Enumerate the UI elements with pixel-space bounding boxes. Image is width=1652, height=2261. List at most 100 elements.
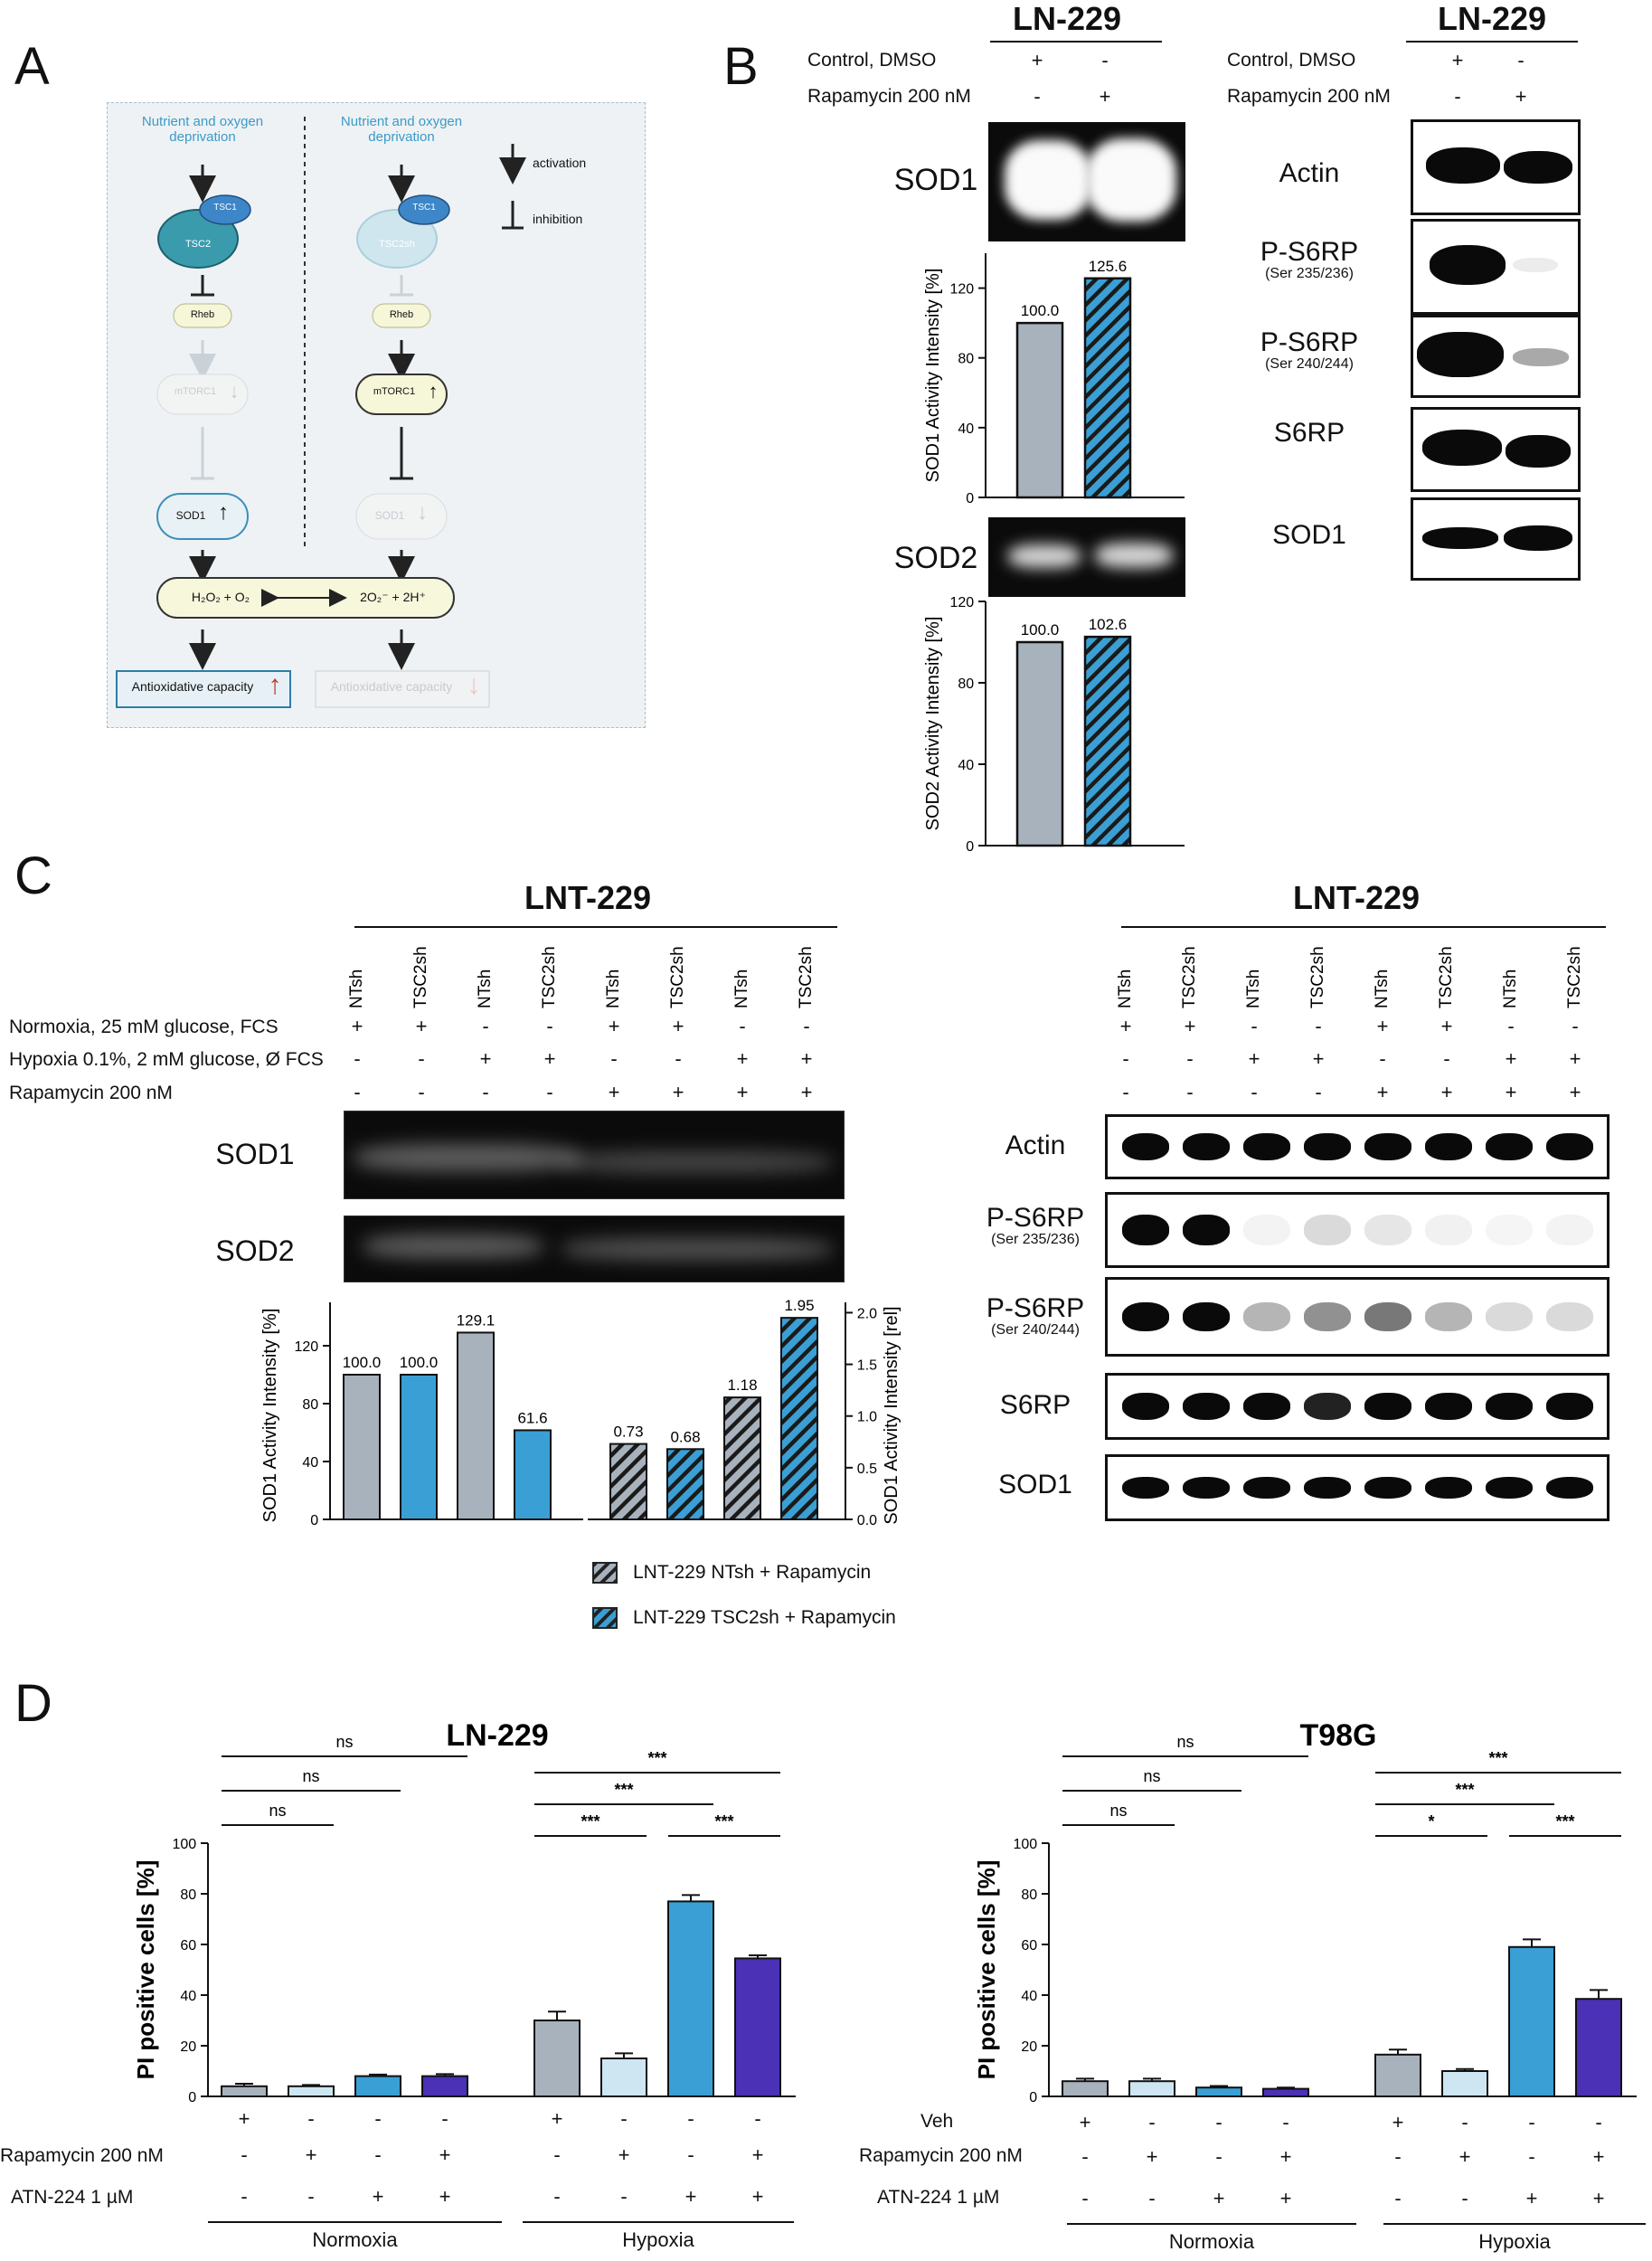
- mtorc1-faded-label: mTORC1: [174, 386, 217, 397]
- reaction-left-label: H₂O₂ + O₂: [191, 590, 250, 604]
- sod1-faded-shape: [355, 493, 448, 540]
- significance-label: ***: [614, 1781, 633, 1799]
- blot-band: [1425, 1133, 1472, 1160]
- mtorc1-shape: [355, 374, 448, 415]
- blot-band: [1504, 151, 1572, 184]
- d-sign: -: [754, 2107, 761, 2130]
- c-sign: -: [482, 1081, 489, 1103]
- c-sign: +: [608, 1081, 620, 1103]
- c-sign: +: [1312, 1047, 1325, 1070]
- blot-band: [1122, 1133, 1169, 1160]
- c-sign: -: [803, 1015, 810, 1037]
- c-sign: +: [351, 1015, 363, 1037]
- data-label: 0.68: [670, 1428, 700, 1445]
- c-blot-s6rp: [1105, 1373, 1610, 1440]
- bar: [1441, 2070, 1488, 2097]
- blot-band: [1364, 1302, 1411, 1331]
- data-label: 100.0: [1021, 621, 1060, 639]
- panel-letter-c: C: [14, 847, 52, 905]
- y-tick-label: 1.0: [857, 1410, 877, 1425]
- up-arrow-icon: ↑: [428, 380, 439, 402]
- blot-band: [1304, 1133, 1351, 1160]
- blot-band: [1364, 1215, 1411, 1245]
- blot-band: [1546, 1393, 1593, 1420]
- c-sign: +: [415, 1015, 428, 1037]
- blot-band: [1486, 1302, 1533, 1331]
- blot-band: [1183, 1215, 1230, 1245]
- bar: [1195, 2086, 1242, 2098]
- significance-label: ns: [1143, 1767, 1160, 1785]
- bar: [734, 1957, 781, 2097]
- blot-band: [1486, 1133, 1533, 1160]
- c-sign: +: [608, 1015, 620, 1037]
- c-sign: +: [1376, 1015, 1389, 1037]
- d-sign: +: [1592, 2145, 1605, 2168]
- d-sign: -: [1595, 2111, 1602, 2133]
- y-tick-label: 80: [958, 352, 974, 367]
- d-sign: +: [439, 2143, 451, 2166]
- lane-label: TSC2sh: [797, 946, 816, 1008]
- up-arrow-icon: ↑: [218, 500, 229, 525]
- d-sign: -: [241, 2185, 248, 2208]
- sod1-node-label: SOD1: [175, 509, 206, 522]
- d-sign: +: [1392, 2111, 1404, 2133]
- y-tick-label: 0: [966, 491, 974, 506]
- significance-label: ns: [269, 1802, 286, 1820]
- b-blot-label: S6RP: [1273, 418, 1345, 448]
- y-tick-label: 40: [180, 1989, 196, 2004]
- c-gel-sod2-label: SOD2: [215, 1235, 295, 1267]
- rheb-shape: [173, 303, 232, 328]
- lane-label: NTsh: [1501, 970, 1520, 1008]
- d-right-row-label: Veh: [920, 2111, 954, 2132]
- bar: [1262, 2087, 1309, 2098]
- tsc2-label: TSC2: [184, 239, 212, 250]
- data-label: 125.6: [1089, 258, 1128, 275]
- lane-label: NTsh: [732, 970, 751, 1008]
- c-cond-label: Rapamycin 200 nM: [9, 1083, 173, 1103]
- blot-band: [1364, 1393, 1411, 1420]
- legend-activation-label: activation: [533, 156, 587, 170]
- bar: [533, 2020, 581, 2097]
- d-sign: +: [751, 2143, 764, 2166]
- bar: [354, 2075, 401, 2098]
- tsc1-shape: [398, 194, 450, 225]
- y-tick-label: 120: [294, 1339, 318, 1355]
- d-sign: -: [620, 2107, 628, 2130]
- b-gel-sod1: [988, 122, 1185, 241]
- bar: [1128, 2080, 1175, 2098]
- y-tick-label: 40: [1021, 1989, 1037, 2004]
- d-sign: -: [1081, 2187, 1089, 2209]
- blot-band: [1513, 258, 1558, 272]
- b-gel-sod2-label: SOD2: [893, 541, 978, 575]
- c-sign: +: [1119, 1015, 1132, 1037]
- antiox-faded-label: Antioxidative capacity: [330, 679, 453, 694]
- blot-band: [1422, 527, 1498, 549]
- antiox-box: [116, 670, 291, 708]
- c-blot-label: P-S6RP: [986, 1203, 1085, 1233]
- c-sign: -: [1122, 1081, 1129, 1103]
- antiox-faded-box: [315, 670, 490, 708]
- data-label: 100.0: [343, 1354, 382, 1371]
- y-tick-label: 60: [1021, 1938, 1037, 1954]
- bar: [1374, 2053, 1421, 2097]
- d-sign: +: [1458, 2145, 1471, 2168]
- significance-label: ***: [1455, 1781, 1474, 1799]
- c-sign: +: [1376, 1081, 1389, 1103]
- c-right-ylabel: SOD1 Activity Intensity [rel]: [882, 1306, 902, 1524]
- c-sign: -: [1122, 1047, 1129, 1070]
- d-left-normoxia-rule: [208, 2221, 502, 2223]
- c-blot-ps6rp-235: [1105, 1192, 1610, 1268]
- bar: [1015, 321, 1064, 499]
- d-t98g-title: T98G: [1299, 1718, 1376, 1753]
- d-sign: -: [620, 2185, 628, 2208]
- blot-band: [1506, 435, 1571, 468]
- bar: [780, 1317, 818, 1521]
- left-stress-title: Nutrient and oxygen deprivation: [141, 114, 264, 145]
- d-sign: -: [687, 2107, 694, 2130]
- d-sign: +: [684, 2185, 697, 2208]
- blot-band: [1122, 1302, 1169, 1331]
- blot-band: [1243, 1477, 1290, 1499]
- reaction-right-label: 2O₂⁻ + 2H⁺: [360, 590, 426, 604]
- d-sign: -: [1461, 2187, 1468, 2209]
- data-label: 61.6: [517, 1409, 547, 1426]
